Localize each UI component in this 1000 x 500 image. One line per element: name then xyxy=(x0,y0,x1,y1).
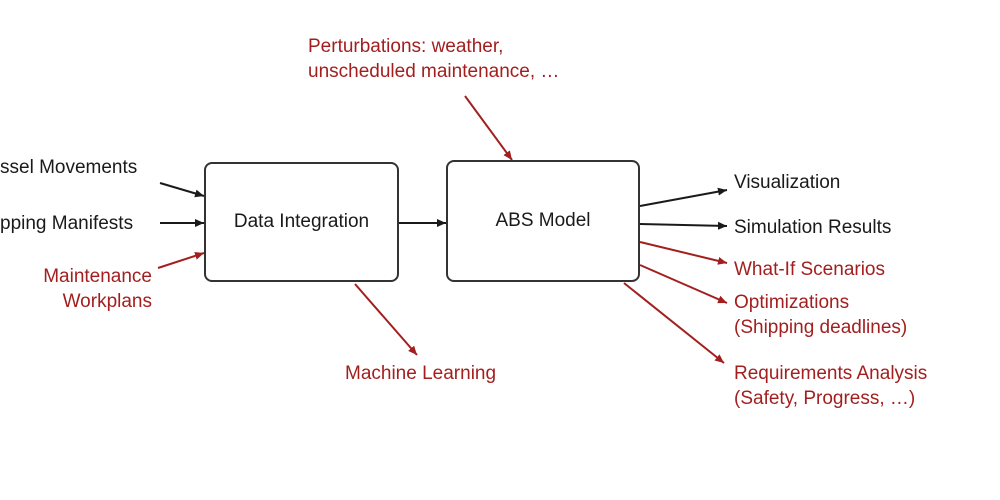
abs-model-label: ABS Model xyxy=(495,210,591,231)
output-visualization: Visualization xyxy=(734,172,841,193)
data-integration-box: Data Integration xyxy=(204,162,399,282)
maintenance-line-1: Maintenance xyxy=(43,266,152,287)
requirements-line-2: (Safety, Progress, …) xyxy=(734,388,916,409)
arrow-maintenance-workplans xyxy=(157,251,205,269)
optimizations-line-2: (Shipping deadlines) xyxy=(734,317,908,338)
arrow-what-if xyxy=(639,241,728,265)
perturbations-line-1: Perturbations: weather, xyxy=(308,36,504,57)
input-maintenance-workplans: Maintenance Workplans xyxy=(14,264,152,314)
output-optimizations: Optimizations (Shipping deadlines) xyxy=(734,290,907,340)
maintenance-line-2: Workplans xyxy=(62,291,152,312)
arrow-visualization xyxy=(639,187,728,207)
input-vessel-movements: ssel Movements xyxy=(0,157,138,178)
machine-learning-label: Machine Learning xyxy=(345,363,497,384)
arrow-vessel-movements xyxy=(159,182,205,198)
arrow-optimizations xyxy=(639,264,728,304)
input-shipping-manifests: pping Manifests xyxy=(0,213,134,234)
arrow-perturbations xyxy=(464,95,513,161)
arrow-machine-learning xyxy=(354,283,418,356)
optimizations-line-1: Optimizations xyxy=(734,292,850,313)
output-simulation-results: Simulation Results xyxy=(734,217,892,238)
arrow-requirements xyxy=(623,282,725,364)
abs-model-box: ABS Model xyxy=(446,160,640,282)
perturbations-line-2: unscheduled maintenance, … xyxy=(308,61,560,82)
arrow-simulation-results xyxy=(639,221,728,230)
output-requirements-analysis: Requirements Analysis (Safety, Progress,… xyxy=(734,361,927,411)
requirements-line-1: Requirements Analysis xyxy=(734,363,928,384)
data-integration-label: Data Integration xyxy=(233,211,370,232)
output-what-if-scenarios: What-If Scenarios xyxy=(734,259,885,280)
perturbations-label: Perturbations: weather, unscheduled main… xyxy=(308,34,559,84)
